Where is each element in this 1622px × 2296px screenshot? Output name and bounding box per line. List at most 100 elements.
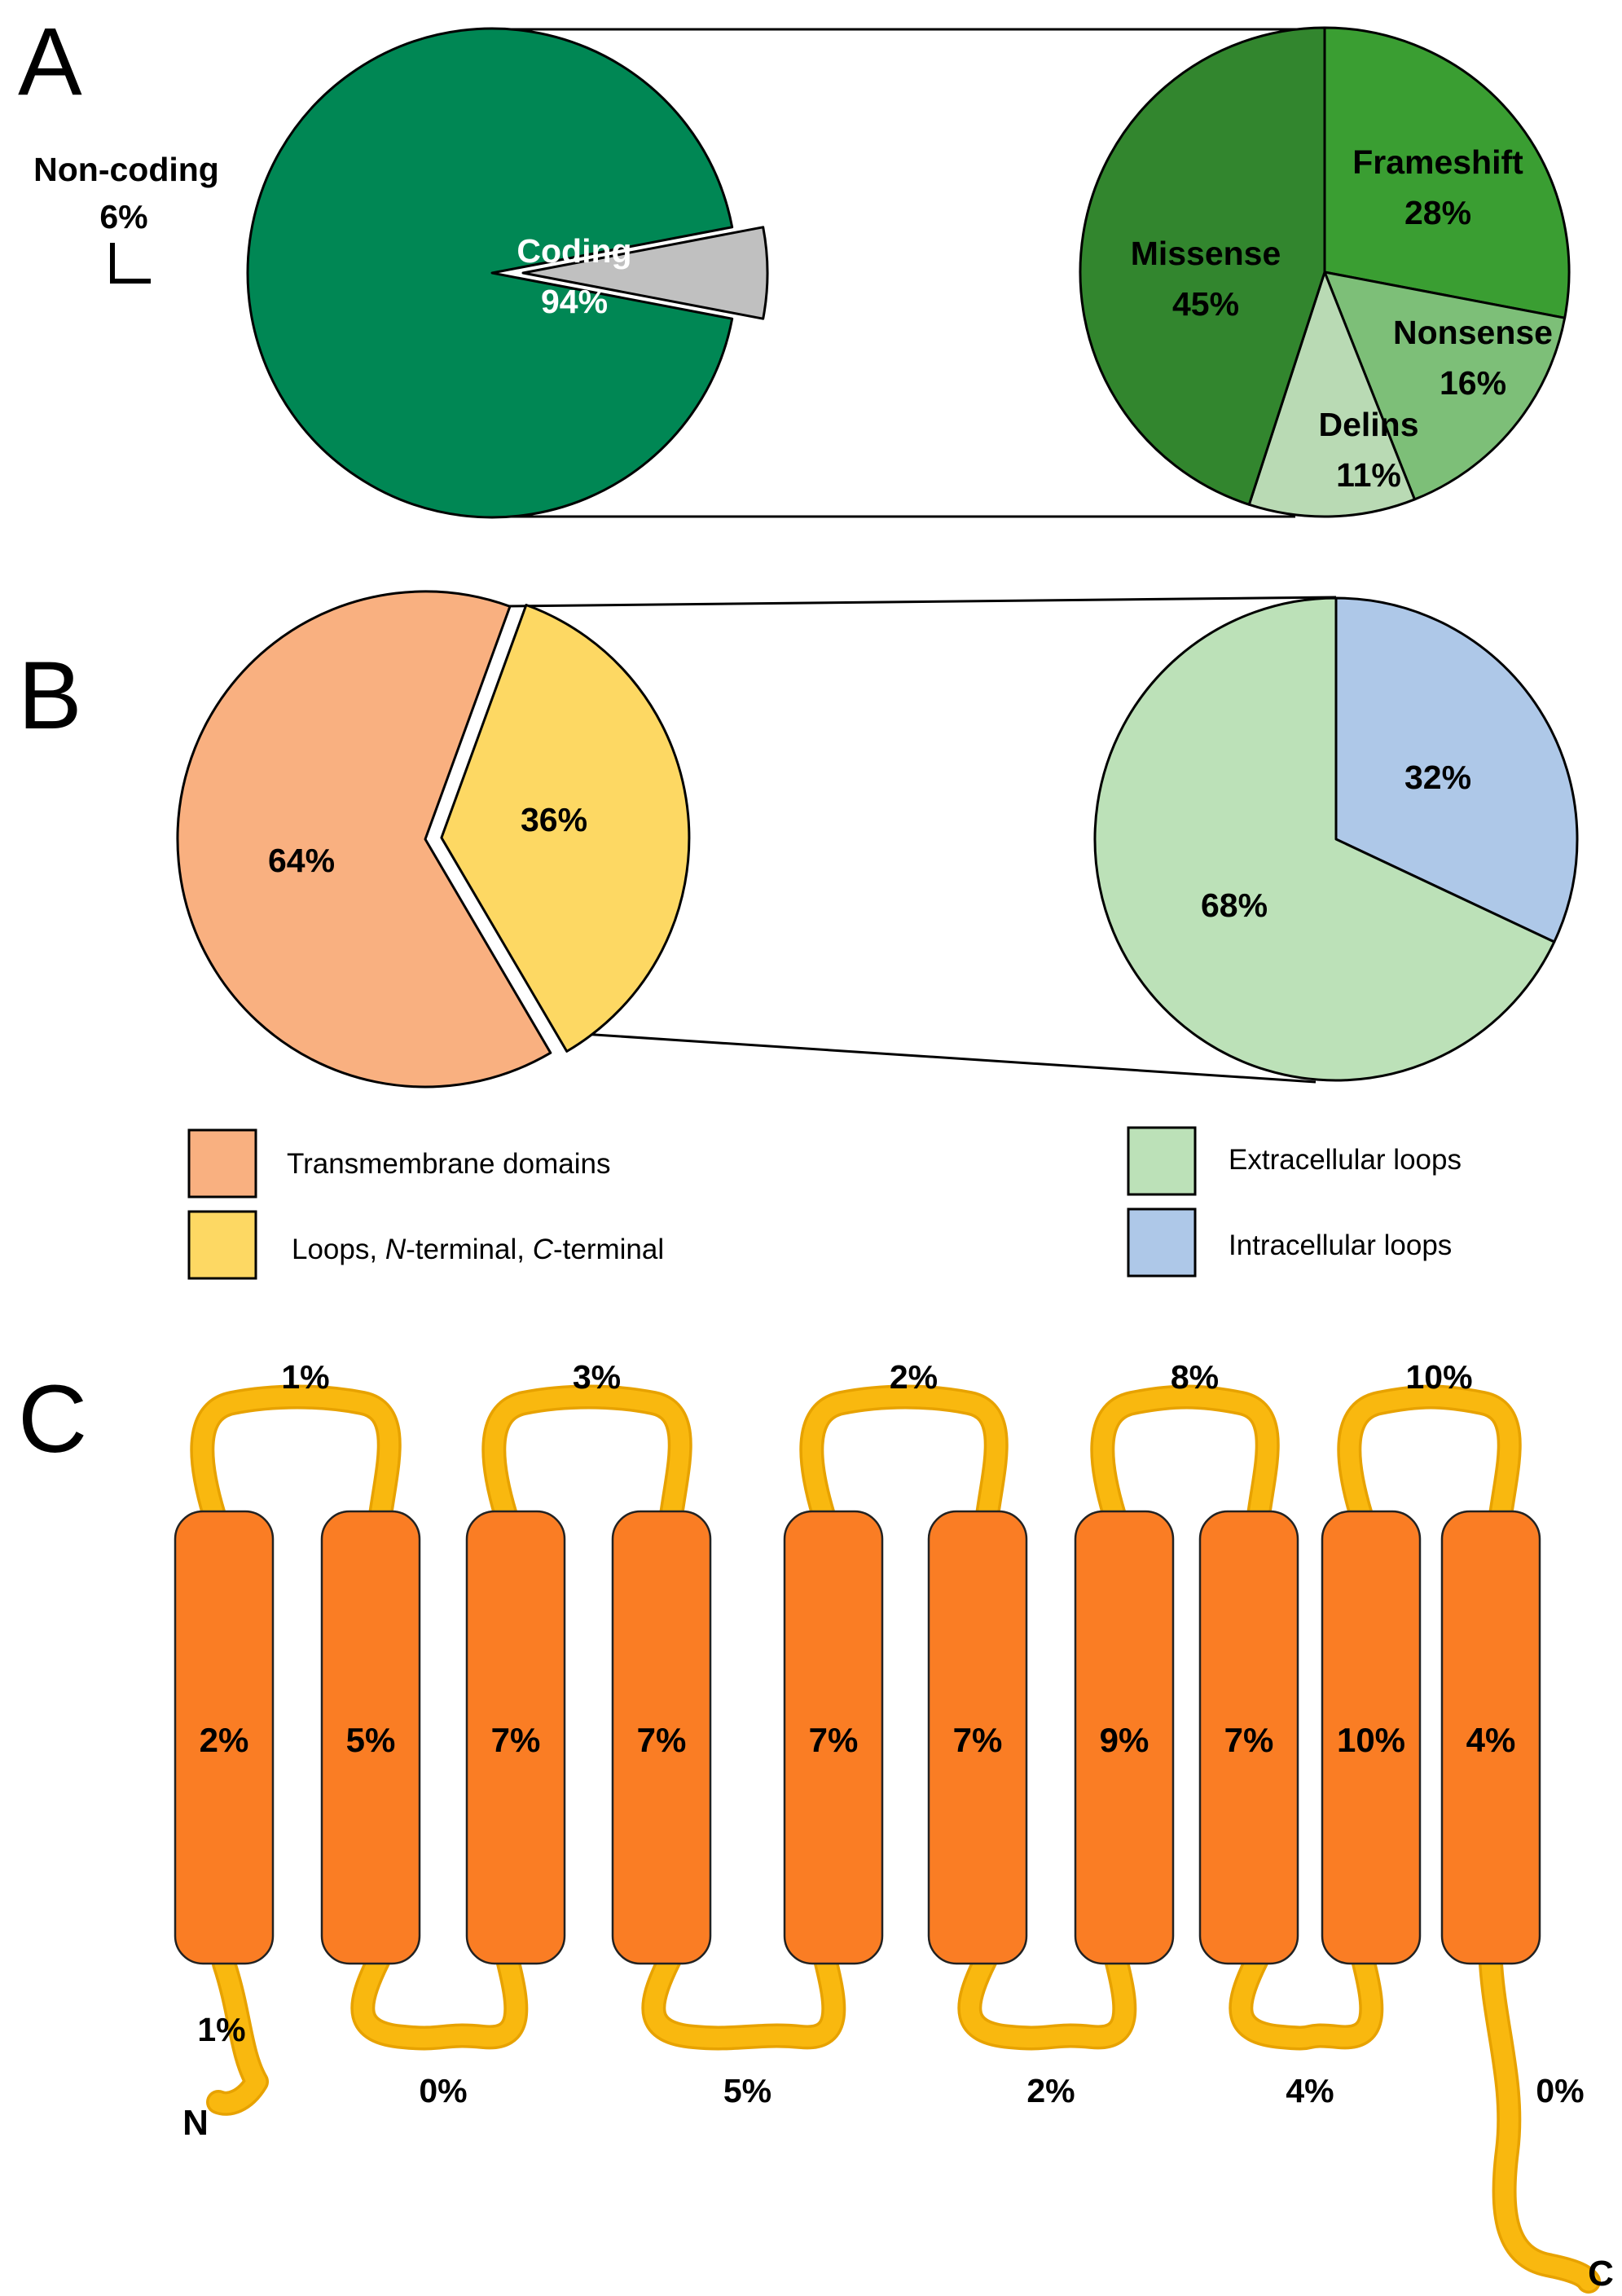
panel-c-topology: 2% 5% 7% 7% 7% 7% 9% 7% 10% 4% 1% 3% 2% 8% 10% 0% 5% 2% 4%… bbox=[174, 1358, 1614, 2294]
c-terminal-value: 0% bbox=[1536, 2072, 1584, 2109]
pie-coding-breakdown bbox=[1079, 26, 1571, 518]
extracellular-loop-2-outline bbox=[481, 1384, 692, 1528]
intracellular-loop-label-3: 2% bbox=[1026, 2072, 1075, 2109]
topology-labels: 2% 5% 7% 7% 7% 7% 9% 7% 10% 4% 1% 3% 2% 8% 10% 0% 5% 2% 4%… bbox=[182, 1358, 1614, 2294]
pie-region bbox=[176, 590, 691, 1089]
n-terminal-value: 1% bbox=[197, 2011, 245, 2048]
legend-label-extracellular: Extracellular loops bbox=[1229, 1144, 1462, 1176]
legend-item-extracellular: Extracellular loops bbox=[1127, 1126, 1462, 1196]
pie-loop-breakdown bbox=[1093, 596, 1579, 1082]
topology-helices bbox=[174, 1510, 1541, 1965]
label-frameshift-value: 28% bbox=[1404, 194, 1471, 231]
helix-label-2: 5% bbox=[346, 1721, 396, 1759]
panel-letter-a: A bbox=[18, 8, 82, 116]
legend-swatch-loops bbox=[187, 1210, 257, 1280]
intracellular-loop-label-1: 0% bbox=[419, 2072, 467, 2109]
legend-swatch-intracellular bbox=[1127, 1207, 1197, 1278]
extracellular-loop-5 bbox=[1339, 1388, 1519, 1525]
label-frameshift: Frameshift bbox=[1352, 143, 1523, 181]
pie-slice-missense bbox=[1079, 26, 1326, 506]
transmembrane-helix-5 bbox=[783, 1510, 884, 1965]
label-nonsense: Nonsense bbox=[1393, 314, 1553, 351]
helix-label-4: 7% bbox=[637, 1721, 687, 1759]
legend-label-loops-c: C bbox=[533, 1234, 554, 1265]
transmembrane-helix-4 bbox=[611, 1510, 712, 1965]
legend-label-loops-part2: -terminal, bbox=[406, 1234, 533, 1265]
legend-label-intracellular: Intracellular loops bbox=[1229, 1229, 1452, 1261]
legend: Transmembrane domains Loops, N-terminal,… bbox=[187, 1126, 1462, 1280]
label-delins-value: 11% bbox=[1336, 456, 1401, 494]
helix-label-10: 4% bbox=[1466, 1721, 1516, 1759]
legend-swatch-transmembrane bbox=[187, 1128, 257, 1199]
intracellular-loop-3 bbox=[960, 1950, 1134, 2047]
transmembrane-helix-7 bbox=[1074, 1510, 1175, 1965]
intracellular-loop-label-4: 4% bbox=[1286, 2072, 1334, 2109]
extracellular-loop-1 bbox=[192, 1388, 399, 1525]
extracellular-loop-4 bbox=[1092, 1388, 1277, 1525]
c-terminus-label: C bbox=[1588, 2254, 1614, 2294]
label-missense-value: 45% bbox=[1172, 285, 1239, 323]
transmembrane-helix-8 bbox=[1198, 1510, 1299, 1965]
panel-letter-c: C bbox=[18, 1366, 87, 1473]
extracellular-loop-label-1: 1% bbox=[281, 1358, 329, 1396]
extracellular-loop-label-2: 3% bbox=[573, 1358, 621, 1396]
zoom-connector-top-b bbox=[504, 596, 1337, 608]
helix-label-1: 2% bbox=[200, 1721, 249, 1759]
pie-slice-coding bbox=[246, 27, 734, 519]
extracellular-loop-label-4: 8% bbox=[1171, 1358, 1219, 1396]
transmembrane-helix-1 bbox=[174, 1510, 275, 1965]
pie-slice-nonsense bbox=[1323, 271, 1567, 501]
label-coding-value: 94% bbox=[541, 283, 608, 320]
helix-label-5: 7% bbox=[809, 1721, 859, 1759]
legend-label-loops-part3: -terminal bbox=[553, 1234, 664, 1265]
label-noncoding: Non-coding bbox=[33, 151, 219, 188]
zoom-connector-bottom-b bbox=[569, 1031, 1317, 1084]
intracellular-loop-4 bbox=[1231, 1950, 1381, 2047]
transmembrane-helix-3 bbox=[465, 1510, 566, 1965]
c-terminal-tail bbox=[1481, 1954, 1598, 2291]
intracellular-loop-label-2: 5% bbox=[723, 2072, 771, 2109]
helix-label-8: 7% bbox=[1224, 1721, 1274, 1759]
legend-label-loops-n: N bbox=[385, 1234, 407, 1265]
label-delins: Delins bbox=[1318, 406, 1418, 443]
pie-slice-extracellular-loops bbox=[1093, 596, 1556, 1082]
pie-slice-transmembrane-domains bbox=[176, 590, 552, 1089]
label-intracellular-value: 32% bbox=[1404, 759, 1471, 796]
label-loops-value: 36% bbox=[521, 801, 587, 838]
extracellular-loop-3 bbox=[802, 1388, 1006, 1525]
label-nonsense-value: 16% bbox=[1440, 364, 1506, 402]
helix-label-7: 9% bbox=[1100, 1721, 1149, 1759]
pie-slice-intracellular-loops bbox=[1334, 596, 1579, 943]
helix-label-9: 10% bbox=[1337, 1721, 1405, 1759]
panel-b: 64% 36% 32% 68% Transmembrane domains Lo… bbox=[176, 590, 1579, 1280]
intracellular-loop-2 bbox=[644, 1950, 843, 2047]
bracket-marker bbox=[110, 243, 151, 284]
pie-slice-loops-n-terminal-c-terminal bbox=[440, 604, 691, 1053]
panel-letter-b: B bbox=[18, 642, 82, 750]
pie-coding bbox=[246, 27, 769, 519]
pie-slice-frameshift bbox=[1323, 26, 1571, 319]
extracellular-loop-2 bbox=[484, 1388, 690, 1525]
label-missense: Missense bbox=[1131, 235, 1281, 272]
topology-loops bbox=[190, 1384, 1601, 2294]
extracellular-loop-label-3: 2% bbox=[890, 1358, 938, 1396]
transmembrane-helix-9 bbox=[1321, 1510, 1422, 1965]
extracellular-loop-label-5: 10% bbox=[1405, 1358, 1472, 1396]
transmembrane-helix-2 bbox=[320, 1510, 421, 1965]
extracellular-loop-4-outline bbox=[1090, 1384, 1280, 1528]
legend-item-transmembrane: Transmembrane domains bbox=[187, 1128, 610, 1199]
intracellular-loop-1 bbox=[353, 1950, 525, 2047]
n-terminus-label: N bbox=[182, 2103, 209, 2143]
legend-swatch-extracellular bbox=[1127, 1126, 1197, 1196]
label-noncoding-value: 6% bbox=[99, 198, 147, 235]
legend-item-loops: Loops, N-terminal, C-terminal bbox=[187, 1210, 664, 1280]
n-terminal-tail bbox=[209, 1954, 266, 2113]
legend-item-intracellular: Intracellular loops bbox=[1127, 1207, 1452, 1278]
label-transmembrane-value: 64% bbox=[268, 842, 335, 879]
transmembrane-helix-6 bbox=[927, 1510, 1028, 1965]
pie-slice-delins bbox=[1247, 271, 1416, 518]
helix-label-6: 7% bbox=[953, 1721, 1003, 1759]
label-coding: Coding bbox=[516, 232, 631, 270]
helix-label-3: 7% bbox=[491, 1721, 541, 1759]
